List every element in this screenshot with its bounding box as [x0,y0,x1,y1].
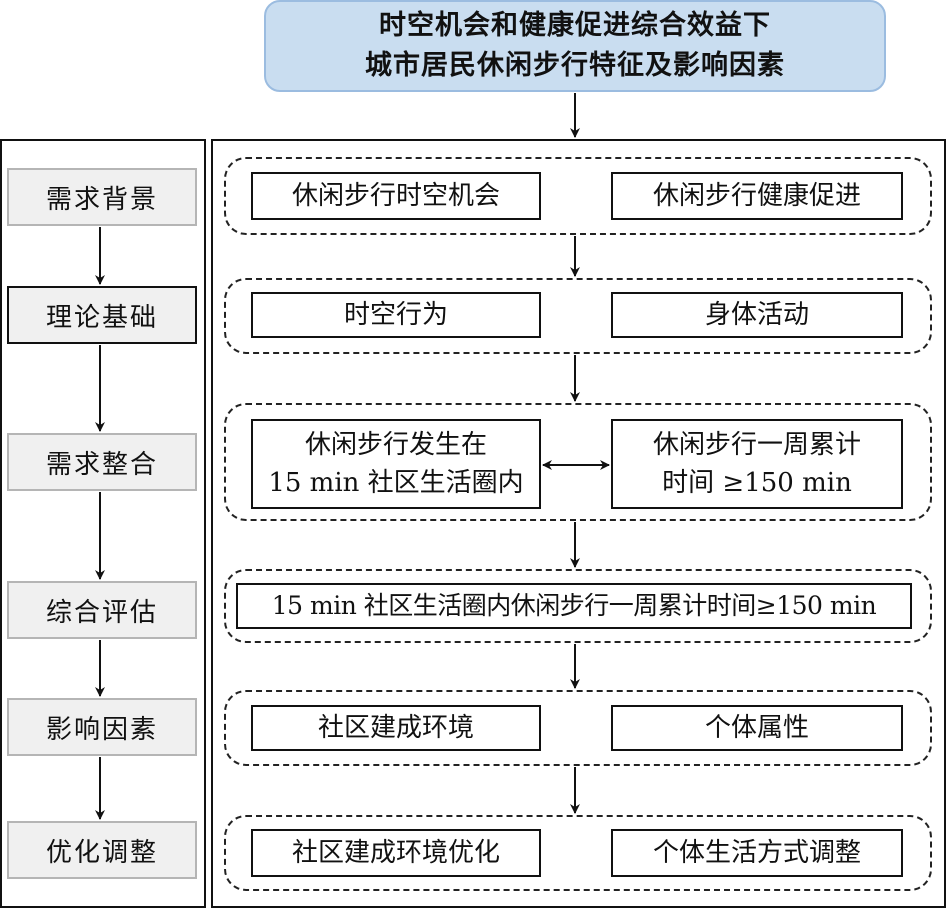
box-text-line-1: 休闲步行发生在 [304,430,487,460]
title-line-2: 城市居民休闲步行特征及影响因素 [365,50,785,81]
group-factors [224,690,932,766]
box-lifestyle-adjustment: 个体生活方式调整 [611,829,903,877]
box-spatiotemporal-behavior: 时空行为 [251,292,541,338]
group-evaluation [224,569,932,643]
box-text: 时空行为 [343,300,448,330]
group-background [224,157,932,235]
box-physical-activity: 身体活动 [611,292,903,338]
box-text-line-2: 15 min 社区生活圈内 [268,468,524,498]
box-text: 15 min 社区生活圈内休闲步行一周累计时间≥150 min [271,591,877,620]
diagram-title: 时空机会和健康促进综合效益下 城市居民休闲步行特征及影响因素 [264,0,886,92]
box-community-built-environment: 社区建成环境 [251,705,541,751]
box-walking-within-life-circle: 休闲步行发生在 15 min 社区生活圈内 [251,419,541,509]
stage-theory-basis: 理论基础 [7,286,197,344]
box-text: 个体生活方式调整 [652,838,861,868]
box-text-line-1: 休闲步行一周累计 [652,430,861,460]
stage-optimization: 优化调整 [7,821,197,879]
box-text: 身体活动 [704,300,809,330]
box-text: 休闲步行时空机会 [291,181,500,211]
content-column-frame [211,139,946,908]
group-integration [224,403,932,521]
box-text: 个体属性 [704,713,809,743]
group-optimization [224,815,932,891]
title-line-1: 时空机会和健康促进综合效益下 [379,10,771,41]
box-combined-evaluation-criterion: 15 min 社区生活圈内休闲步行一周累计时间≥150 min [236,583,912,629]
box-text-line-2: 时间 ≥150 min [662,468,852,498]
box-individual-attributes: 个体属性 [611,705,903,751]
stage-demand-background: 需求背景 [7,168,197,226]
box-walking-health-promotion: 休闲步行健康促进 [611,172,903,220]
box-text: 社区建成环境 [317,713,474,743]
stage-comprehensive-evaluation: 综合评估 [7,581,197,639]
group-theory [224,278,932,354]
box-text: 休闲步行健康促进 [652,181,861,211]
box-built-environment-optimization: 社区建成环境优化 [251,829,541,877]
box-walking-spatiotemporal-opportunity: 休闲步行时空机会 [251,172,541,220]
box-weekly-walking-time: 休闲步行一周累计 时间 ≥150 min [611,419,903,509]
stage-column-frame [0,139,206,908]
stage-influencing-factors: 影响因素 [7,698,197,756]
stage-demand-integration: 需求整合 [7,433,197,491]
box-text: 社区建成环境优化 [291,838,500,868]
